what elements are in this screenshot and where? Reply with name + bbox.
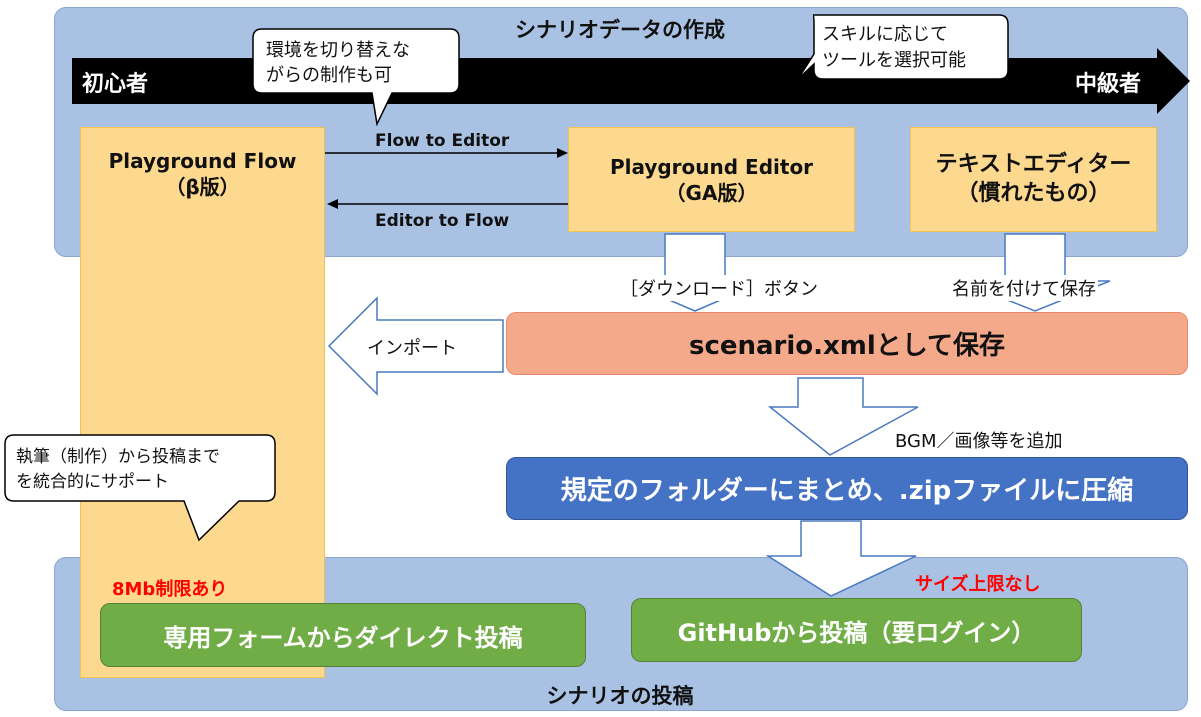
callout-support-line1: 執筆（制作）から投稿まで — [16, 447, 220, 467]
playground-flow-version: （β版） — [165, 175, 240, 199]
creation-panel-title: シナリオデータの作成 — [515, 18, 725, 42]
direct-submit-label: 専用フォームからダイレクト投稿 — [163, 623, 523, 652]
submit-arrow — [766, 520, 917, 597]
editor-download-arrow — [624, 233, 766, 312]
flow-to-editor-label: Flow to Editor — [375, 131, 510, 151]
direct-submit-box: 専用フォームからダイレクト投稿 — [100, 603, 586, 667]
skill-arrow — [72, 48, 1190, 114]
callout-skill-line1: スキルに応じて — [822, 24, 948, 45]
github-submit-box: GitHubから投稿（要ログイン） — [631, 598, 1082, 662]
github-submit-label: GitHubから投稿（要ログイン） — [677, 618, 1036, 647]
submission-panel-title: シナリオの投稿 — [546, 684, 694, 708]
playground-flow-title: Playground Flow — [108, 149, 297, 173]
callout-support-line2: を統合的にサポート — [16, 472, 169, 492]
save-xml-label: scenario.xmlとして保存 — [688, 331, 1006, 361]
playground-editor-title: Playground Editor — [609, 154, 814, 179]
download-button-label: ［ダウンロード］ボタン — [618, 275, 820, 301]
flow-editor-arrows — [325, 148, 568, 209]
callout-switch-line2: がらの制作も可 — [266, 65, 392, 86]
import-label: インポート — [367, 338, 457, 359]
callout-switch-line1: 環境を切り替えな — [266, 40, 410, 61]
playground-editor-version: （GA版） — [665, 180, 758, 205]
playground-editor-box: Playground Editor （GA版） — [568, 127, 855, 232]
github-note: サイズ上限なし — [915, 574, 1041, 595]
zip-label: 規定のフォルダーにまとめ、.zipファイルに圧縮 — [560, 476, 1134, 506]
skill-beginner-label: 初心者 — [82, 72, 149, 97]
save-xml-step: scenario.xmlとして保存 — [506, 312, 1188, 375]
text-editor-subtitle: （慣れたもの） — [956, 180, 1111, 206]
callout-switch-bubble — [252, 28, 460, 127]
add-assets-arrow — [768, 377, 919, 456]
playground-flow-box — [80, 127, 325, 678]
add-assets-label: BGM／画像等を追加 — [895, 431, 1063, 452]
text-editor-title: テキストエディター — [935, 151, 1132, 177]
editor-to-flow-label: Editor to Flow — [375, 211, 510, 231]
import-arrow — [327, 296, 504, 396]
callout-skill-line2: ツールを選択可能 — [822, 50, 966, 71]
callout-support-bubble — [4, 434, 276, 542]
text-editor-box: テキストエディター （慣れたもの） — [910, 127, 1157, 232]
callout-skill-bubble — [797, 14, 1009, 80]
save-with-name-label: 名前を付けて保存 — [950, 275, 1098, 301]
direct-note: 8Mb制限あり — [112, 579, 228, 600]
text-editor-save-arrow — [960, 233, 1111, 312]
zip-step: 規定のフォルダーにまとめ、.zipファイルに圧縮 — [506, 457, 1188, 520]
skill-intermediate-label: 中級者 — [1075, 72, 1142, 97]
playground-flow-label: Playground Flow （β版） — [80, 148, 325, 200]
